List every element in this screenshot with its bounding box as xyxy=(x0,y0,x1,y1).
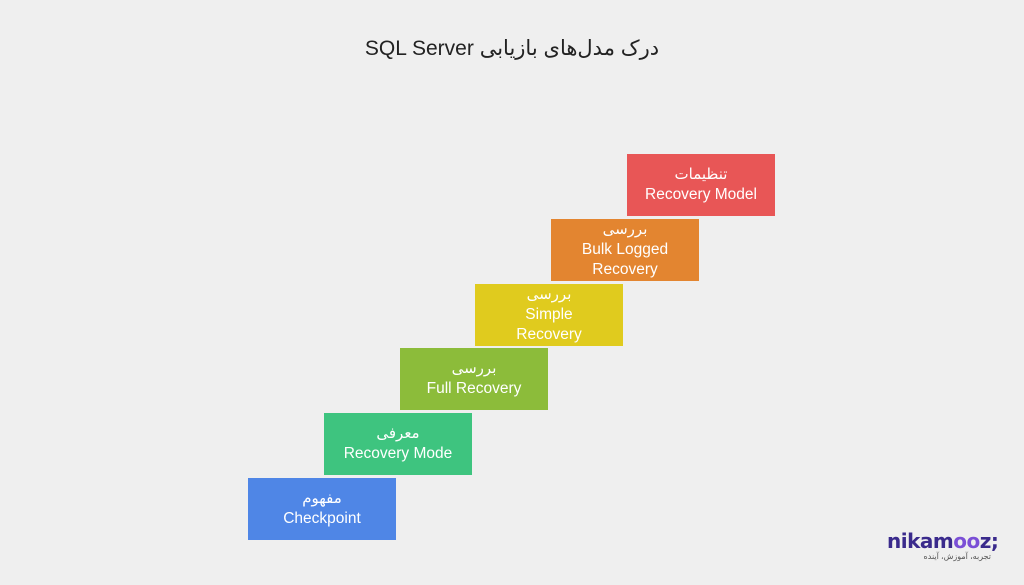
logo-tagline: تجربه، آموزش، آینده xyxy=(923,552,991,561)
nikamooz-logo: nikamooz; تجربه، آموزش، آینده xyxy=(887,530,1007,570)
step-full-recovery: بررسی Full Recovery xyxy=(400,348,548,410)
step-label-fa: بررسی xyxy=(602,221,648,238)
step-label-en: Recovery Model xyxy=(645,186,757,203)
step-recovery-mode: معرفی Recovery Mode xyxy=(324,413,472,475)
page-title: درک مدل‌های بازیابی SQL Server xyxy=(364,37,660,60)
step-label-en: Simple Recovery xyxy=(516,306,582,343)
step-simple-recovery: بررسی Simple Recovery xyxy=(475,284,623,346)
logo-wordmark: nikamooz; xyxy=(887,529,999,553)
step-label-fa: مفهوم xyxy=(302,490,342,507)
step-bulk-logged-recovery: بررسی Bulk Logged Recovery xyxy=(551,219,699,281)
step-label-en: Checkpoint xyxy=(283,510,361,527)
step-label-en: Full Recovery xyxy=(426,380,522,397)
step-label-fa: معرفی xyxy=(376,425,420,442)
step-label-en: Recovery Mode xyxy=(343,445,453,462)
step-checkpoint: مفهوم Checkpoint xyxy=(248,478,396,540)
step-label-fa: بررسی xyxy=(526,286,572,303)
step-recovery-model-settings: تنظیمات Recovery Model xyxy=(627,154,775,216)
step-label-en: Bulk Logged Recovery xyxy=(581,241,669,278)
step-label-fa: بررسی xyxy=(451,360,497,377)
step-label-fa: تنظیمات xyxy=(674,166,728,183)
